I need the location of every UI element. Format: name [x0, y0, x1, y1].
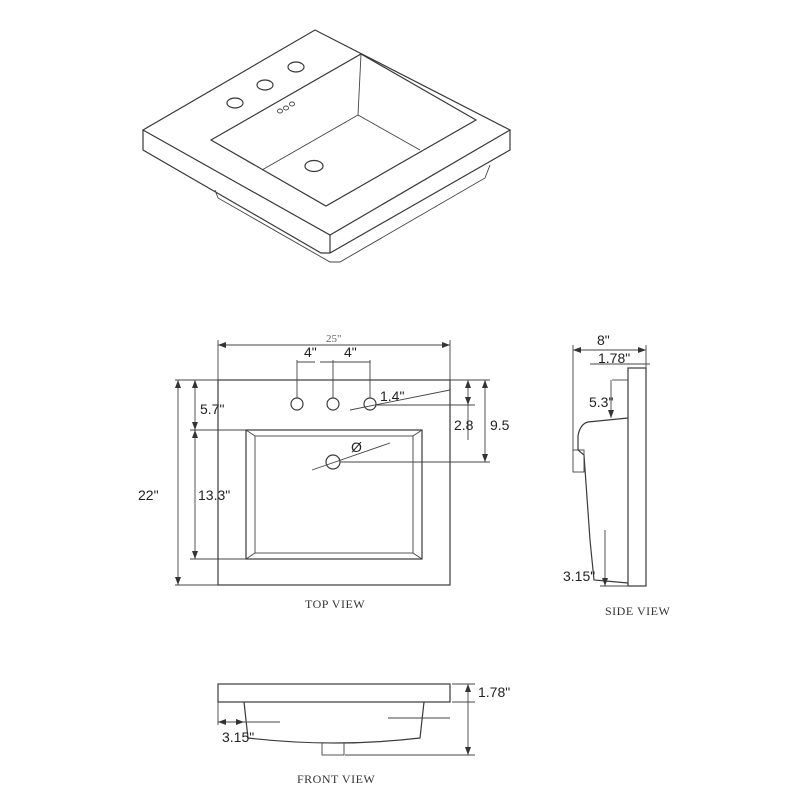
- dim-faucet-hole-diameter: 1.4": [380, 388, 404, 404]
- faucet-hole-right-icon: [363, 397, 377, 411]
- top-view: 25" 4" 4" 1.4" 2.8 9.5 Ø 22: [138, 333, 510, 611]
- dim-side-overall-height: 8": [597, 332, 610, 348]
- drain-diameter-symbol: Ø: [351, 439, 362, 455]
- dim-side-bottom-offset: 3.15": [563, 568, 595, 584]
- dim-hole-spacing-right: 4": [344, 344, 357, 360]
- faucet-hole-center-icon: [326, 397, 340, 411]
- faucet-hole-right-icon: [287, 61, 305, 73]
- faucet-hole-left-icon: [226, 97, 244, 109]
- dim-front-top-thickness: 1.78": [478, 684, 510, 700]
- drain-icon: [325, 454, 341, 470]
- front-view: 1.78" 3.15" FRONT VIEW: [217, 683, 510, 786]
- faucet-hole-center-icon: [256, 79, 274, 91]
- dim-side-basin-offset: 5.3": [589, 394, 613, 410]
- isometric-view: [141, 29, 512, 263]
- dim-front-side-inset: 3.15": [222, 729, 254, 745]
- front-view-label: FRONT VIEW: [297, 772, 375, 786]
- dim-overall-width: 25": [326, 333, 342, 345]
- dim-side-top-thickness: 1.78": [598, 350, 630, 366]
- top-view-label: TOP VIEW: [305, 597, 365, 611]
- side-view: 8" 1.78" 5.3" 3.15" SIDE VIEW: [563, 332, 670, 618]
- dim-top-to-basin: 5.7": [200, 401, 224, 417]
- dim-basin-depth: 13.3": [198, 487, 230, 503]
- faucet-hole-left-icon: [290, 397, 304, 411]
- dim-overall-depth: 22": [138, 487, 159, 503]
- drain-icon: [304, 159, 324, 173]
- dim-hole-spacing-left: 4": [304, 344, 317, 360]
- dim-top-to-faucet: 2.8: [454, 417, 474, 433]
- side-view-label: SIDE VIEW: [605, 604, 670, 618]
- dim-top-to-drain: 9.5: [490, 417, 510, 433]
